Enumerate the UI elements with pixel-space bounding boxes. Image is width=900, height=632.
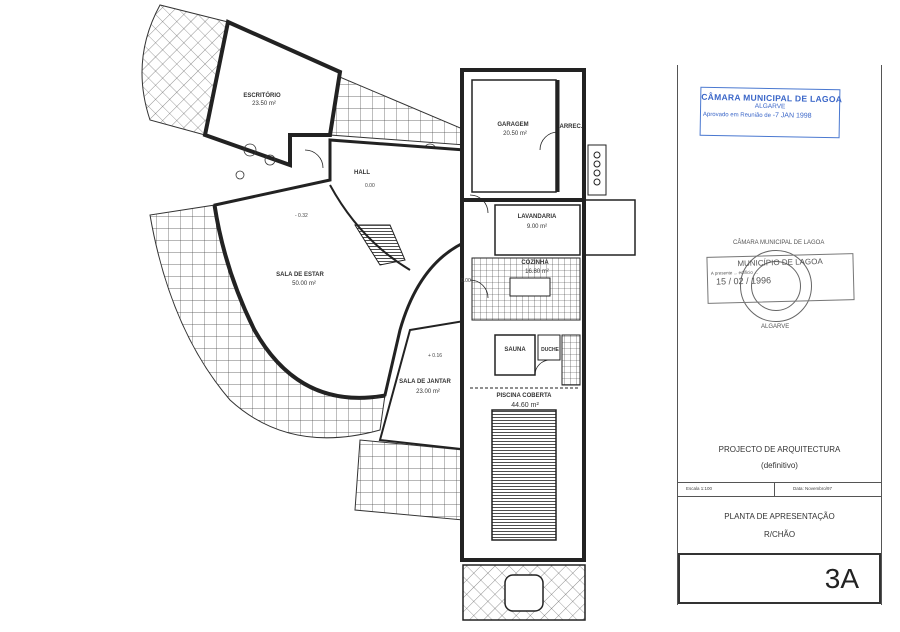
- room-area-sala-estar: 50.00 m²: [292, 281, 316, 287]
- level-corridor: 0.00: [461, 278, 471, 284]
- room-label-garagem: GARAGEM: [497, 122, 529, 128]
- drawing-title: PLANTA DE APRESENTAÇÃO: [724, 512, 835, 521]
- seal-bottom-text: ALGARVE: [761, 324, 790, 330]
- garage-block: [460, 68, 586, 202]
- room-label-piscina: PISCINA COBERTA: [496, 393, 552, 399]
- municipio-date: 15 / 02 / 1996: [715, 275, 772, 287]
- level-sala-jantar: + 0.16: [428, 353, 443, 359]
- project-status: (definitivo): [761, 461, 798, 470]
- lavandaria-room: [494, 204, 581, 256]
- terrace-south: [354, 439, 464, 521]
- sheet-number: 3A: [824, 563, 859, 594]
- seal-top-text: CÂMARA MUNICIPAL DE LAGOA: [733, 240, 825, 246]
- municipio-stamp: MUNICÍPIO DE LAGOA A presente ... edifíc…: [706, 253, 855, 304]
- scale-label: Escala 1:100: [686, 486, 713, 491]
- room-label-arrec: ARREC.: [559, 124, 583, 130]
- title-block: CÂMARA MUNICIPAL DE LAGOA ALGARVE Aprova…: [677, 65, 882, 605]
- level-sala-estar: - 0.32: [295, 213, 308, 219]
- municipal-seal: CÂMARA MUNICIPAL DE LAGOA ALGARVE: [733, 240, 824, 330]
- sheet-number-box: 3A: [678, 553, 881, 604]
- room-label-sala-jantar: SALA DE JANTAR: [399, 379, 451, 385]
- room-label-escritorio: ESCRITÓRIO: [243, 93, 281, 99]
- pool: [491, 409, 557, 541]
- approval-stamp: CÂMARA MUNICIPAL DE LAGOA ALGARVE Aprova…: [699, 86, 842, 139]
- room-area-escritorio: 23.50 m²: [252, 101, 276, 107]
- stamp-date: -7 JAN 1998: [772, 112, 812, 120]
- sauna-room: [494, 334, 536, 376]
- room-label-sauna: SAUNA: [504, 347, 526, 353]
- room-label-cozinha: COZINHA: [521, 260, 549, 266]
- room-area-sala-jantar: 23.00 m²: [416, 389, 440, 395]
- room-label-hall: HALL: [354, 170, 370, 176]
- room-area-lavandaria: 9.00 m²: [526, 224, 548, 230]
- stamp-approved-label: Aprovado em Reunião de: [702, 111, 772, 120]
- door-swings: [304, 131, 559, 376]
- room-label-sala-estar: SALA DE ESTAR: [276, 272, 324, 278]
- floor-label: R/CHÃO: [763, 530, 796, 539]
- room-area-piscina: 44.60 m²: [511, 402, 539, 409]
- project-title: PROJECTO DE ARQUITECTURA: [718, 445, 841, 454]
- level-hall: 0.00: [365, 183, 375, 189]
- room-label-lavandaria: LAVANDARIA: [517, 214, 557, 220]
- date-label: Data: Novembro/97: [793, 486, 833, 491]
- room-label-duche: DUCHE: [541, 347, 559, 353]
- terrace-north-west: [141, 4, 229, 136]
- room-area-cozinha: 16.80 m²: [525, 269, 549, 275]
- room-area-garagem: 20.50 m²: [503, 131, 527, 137]
- terrace-north: [329, 74, 466, 146]
